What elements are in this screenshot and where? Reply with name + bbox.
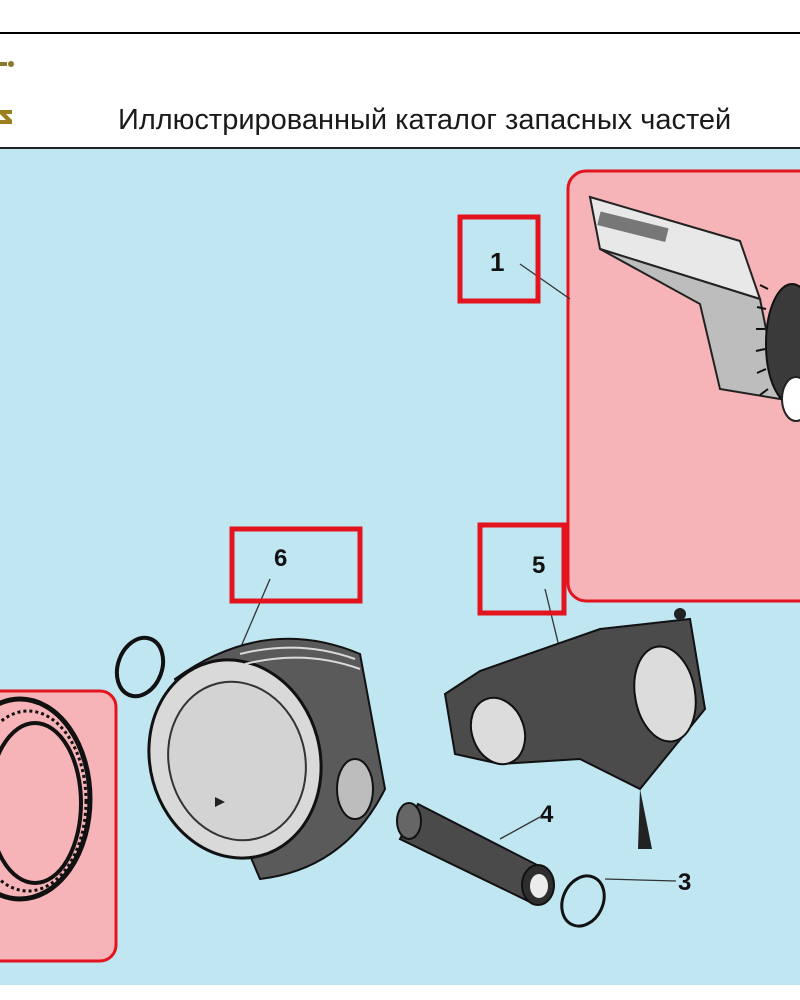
- catalog-title: Иллюстрированный каталог запасных частей: [118, 104, 732, 136]
- piston-rings-part: [0, 696, 93, 902]
- leader-lines: [239, 263, 677, 882]
- highlight-panel-rings: [0, 689, 118, 963]
- header-top-rule: [0, 32, 800, 34]
- callout-label-3: 3: [678, 869, 692, 896]
- retaining-ring-right: [560, 874, 606, 928]
- callout-label-1: 1: [490, 247, 505, 277]
- brand-logo-fragment: [0, 61, 14, 124]
- callout-box-5: [477, 522, 567, 616]
- piston-part: [147, 637, 387, 881]
- parts-diagram: 1 6 5 4 3: [0, 147, 800, 985]
- callout-label-4: 4: [540, 801, 554, 828]
- callout-label-5: 5: [532, 552, 546, 579]
- retaining-ring-left: [114, 635, 166, 699]
- piston-pin-part: [396, 802, 555, 906]
- callout-label-6: 6: [274, 545, 288, 572]
- connecting-rod-part: [443, 608, 707, 849]
- crankshaft-part: [588, 195, 800, 422]
- callout-box-6: [229, 526, 363, 604]
- callout-box-1: [457, 214, 541, 304]
- parts-illustration: [0, 169, 800, 963]
